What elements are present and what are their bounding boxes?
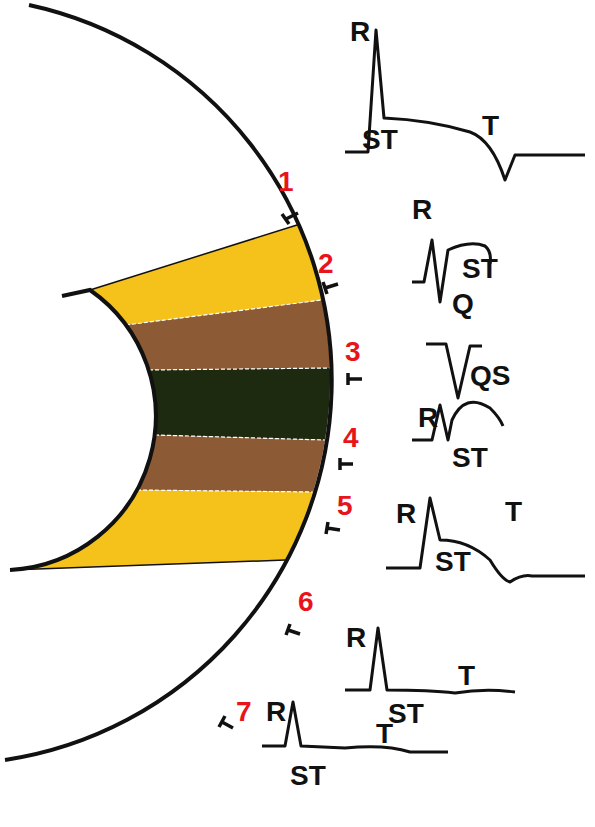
wave-label: Q	[452, 290, 474, 318]
wave-label: ST	[362, 126, 398, 154]
wave-label: T	[376, 720, 393, 748]
wave-label: ST	[388, 700, 424, 728]
wave-label: R	[418, 404, 438, 432]
wave-label: ST	[462, 255, 498, 283]
callout-number: 6	[298, 588, 314, 616]
callout-number: 3	[345, 338, 361, 366]
wave-label: R	[412, 196, 432, 224]
wave-label: R	[350, 18, 370, 46]
wave-label: T	[482, 112, 499, 140]
wave-label: R	[266, 698, 286, 726]
wave-label: ST	[452, 444, 488, 472]
peri-zone-bottom	[10, 490, 313, 570]
wave-label: QS	[470, 362, 510, 390]
necrosis-zone	[149, 368, 330, 440]
wave-label: ST	[290, 762, 326, 790]
wave-label: ST	[435, 548, 471, 576]
zone-edges	[10, 225, 297, 570]
callout-number: 4	[343, 424, 359, 452]
wave-label: R	[396, 500, 416, 528]
callout-number: 5	[337, 492, 353, 520]
injury-zone-top	[126, 300, 330, 370]
wave-label: T	[505, 498, 522, 526]
wave-label: T	[458, 662, 475, 690]
wave-label: R	[346, 624, 366, 652]
epicardium	[5, 5, 332, 760]
callout-number: 2	[318, 250, 334, 278]
electrodes	[219, 213, 362, 728]
callout-number: 7	[236, 698, 252, 726]
ecg-traces	[262, 30, 585, 752]
injury-zone-bottom	[137, 435, 325, 492]
callout-number: 1	[278, 168, 294, 196]
endocardium	[10, 290, 156, 570]
